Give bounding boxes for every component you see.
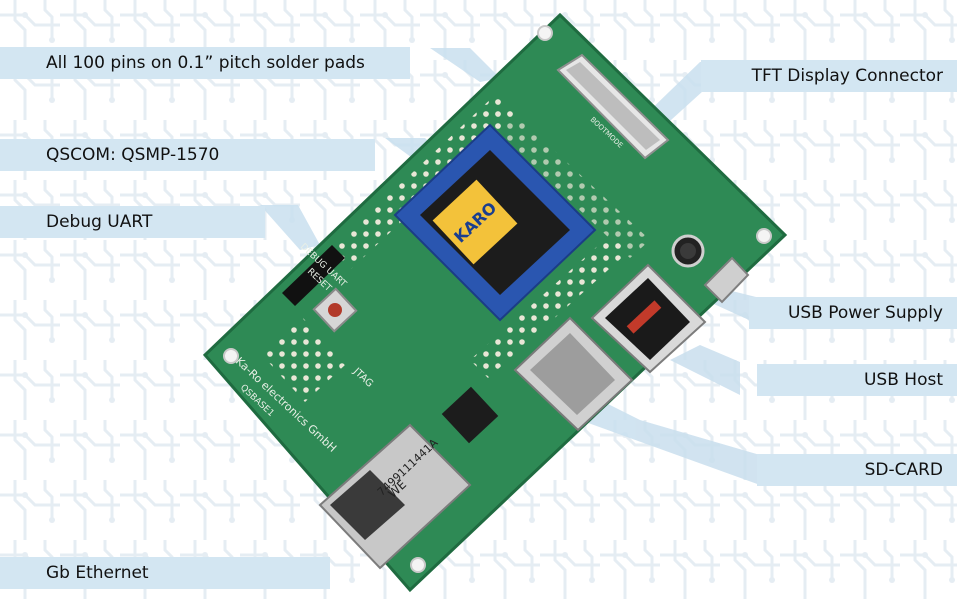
capacitor: [671, 234, 705, 268]
label-qscom: QSCOM: QSMP-1570: [0, 139, 375, 171]
jtag-header: [262, 318, 345, 402]
label-debug-uart-text: Debug UART: [46, 212, 153, 232]
label-gb-ethernet: Gb Ethernet: [0, 557, 330, 589]
ethernet-chip: [441, 386, 499, 444]
label-pins: All 100 pins on 0.1” pitch solder pads: [0, 47, 410, 79]
qsmp-module: KARO: [393, 123, 597, 322]
label-usb-host: USB Host: [757, 364, 957, 396]
label-pins-text: All 100 pins on 0.1” pitch solder pads: [46, 53, 365, 73]
mounting-hole: [537, 25, 553, 41]
label-qscom-text: QSCOM: QSMP-1570: [46, 145, 220, 165]
solder-pads: [330, 95, 650, 378]
reset-button: [312, 287, 358, 333]
label-debug-uart: Debug UART: [0, 206, 265, 238]
label-usb-host-text: USB Host: [863, 370, 943, 390]
mounting-hole: [410, 557, 426, 573]
pcb-board: KARO: [202, 12, 788, 593]
label-tft: TFT Display Connector: [701, 60, 957, 92]
ethernet-rj45: 7499111441A WE: [318, 423, 472, 570]
mounting-hole: [756, 228, 772, 244]
usb-power-connector: [703, 256, 750, 304]
tft-connector: [556, 53, 670, 160]
sd-card-slot: [513, 316, 634, 432]
label-tft-text: TFT Display Connector: [751, 66, 943, 86]
label-usb-power-text: USB Power Supply: [787, 303, 943, 323]
label-sd-card: SD-CARD: [757, 454, 957, 486]
label-usb-power: USB Power Supply: [749, 297, 957, 329]
debug-uart-header: [282, 245, 345, 306]
mounting-hole: [223, 348, 239, 364]
label-gb-ethernet-text: Gb Ethernet: [46, 563, 149, 583]
usb-host-connector: [590, 263, 707, 374]
label-sd-card-text: SD-CARD: [864, 460, 943, 480]
